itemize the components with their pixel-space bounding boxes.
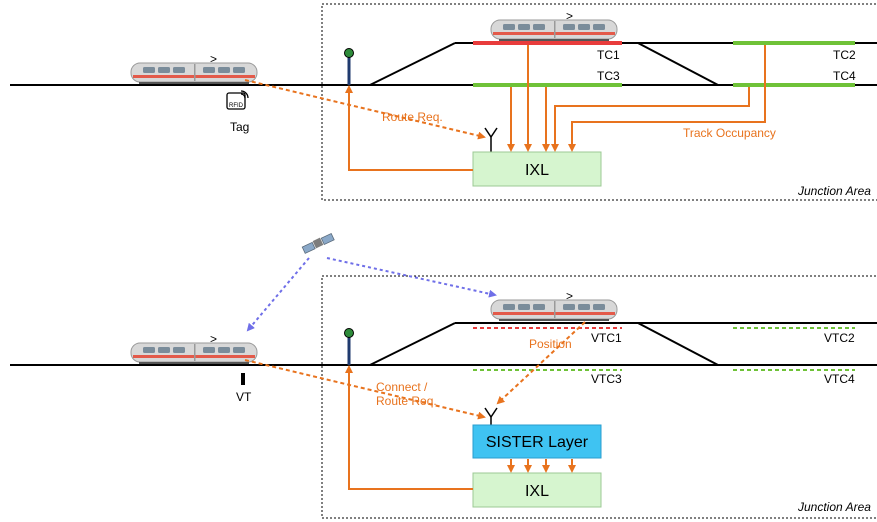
antenna-icon — [484, 407, 498, 425]
tc1-label: TC1 — [597, 48, 620, 62]
route-req-arrow — [244, 79, 486, 140]
train-direction: > — [566, 9, 573, 23]
train-direction: > — [210, 332, 217, 346]
train-icon — [130, 62, 258, 85]
route-req-label: Route Req. — [382, 110, 443, 124]
junction-area-label: Junction Area — [797, 184, 871, 198]
vtc1-label: VTC1 — [591, 331, 622, 345]
occupancy-arrow — [568, 45, 766, 152]
tc4-label: TC4 — [833, 69, 856, 83]
train-icon — [490, 299, 618, 322]
connect-route-req-arrow — [244, 359, 486, 420]
rfid-text: RFID — [229, 103, 244, 109]
signal-control-line — [345, 85, 473, 171]
vtc2-label: VTC2 — [824, 331, 855, 345]
connect-label: Connect / — [376, 380, 428, 394]
signal-icon — [344, 48, 354, 85]
ixl-label: IXL — [525, 162, 549, 179]
track-occupancy-label: Track Occupancy — [683, 126, 776, 140]
antenna-icon — [484, 127, 498, 152]
ixl-label-bottom: IXL — [525, 483, 549, 500]
route-req-label-bottom: Route Req. — [376, 394, 437, 408]
satellite-link — [326, 257, 497, 298]
ixl-box-bottom — [472, 472, 602, 508]
occupancy-arrow — [551, 87, 750, 152]
switch-left-top — [369, 42, 456, 86]
junction-area-top — [321, 3, 877, 201]
vtc4-label: VTC4 — [824, 372, 855, 386]
satellite-icon — [301, 232, 335, 254]
sister-layer-box — [472, 424, 602, 459]
junction-area-label-bottom: Junction Area — [797, 500, 871, 514]
tc3-label: TC3 — [597, 69, 620, 83]
train-icon — [490, 19, 618, 42]
train-direction: > — [210, 52, 217, 66]
ixl-box — [472, 151, 602, 187]
switch-right-top — [637, 42, 719, 86]
train-icon — [130, 342, 258, 365]
position-arrow — [496, 321, 586, 405]
position-label: Position — [529, 337, 572, 351]
switch-left-bottom — [369, 322, 456, 366]
signal-control-line-bottom — [345, 365, 473, 490]
vtc3-label: VTC3 — [591, 372, 622, 386]
vt-label: VT — [236, 390, 252, 404]
satellite-link — [246, 257, 310, 332]
train-direction: > — [566, 289, 573, 303]
switch-right-bottom — [637, 322, 719, 366]
sister-layer-label: SISTER Layer — [486, 434, 589, 451]
tc2-label: TC2 — [833, 48, 856, 62]
rfid-tag-icon: RFID — [226, 90, 249, 110]
signal-icon — [344, 328, 354, 365]
tag-label: Tag — [230, 120, 249, 134]
junction-area-bottom — [321, 275, 877, 519]
virtual-transponder-marker — [241, 373, 245, 385]
